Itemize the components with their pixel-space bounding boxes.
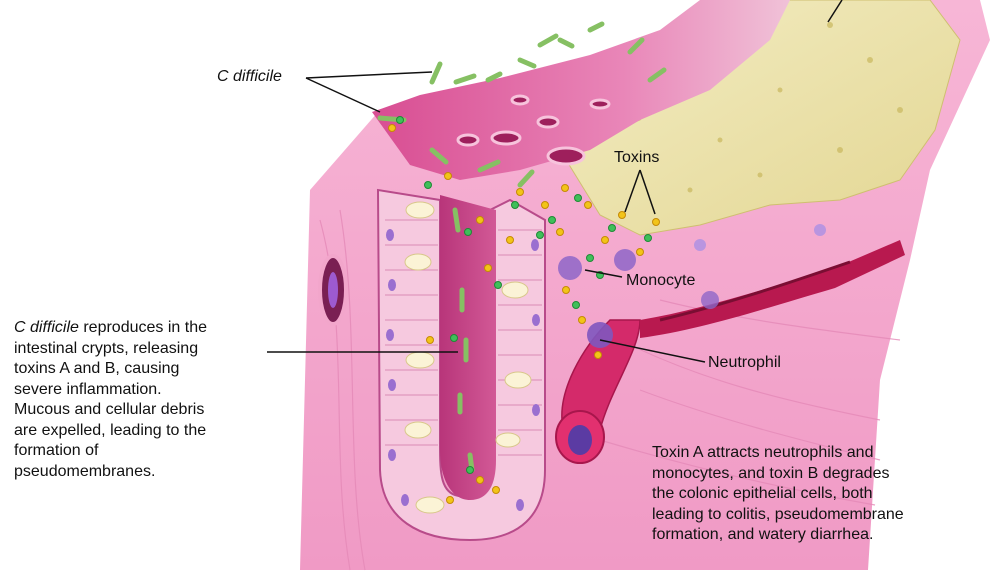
left-description-line-6: are expelled, leading to the: [14, 421, 207, 442]
right-description-line-3: the colonic epithelial cells, both: [652, 484, 904, 505]
neutrophil-label: Neutrophil: [708, 353, 781, 373]
left-description-line-4: severe inflammation.: [14, 380, 207, 401]
right-description-line-1: Toxin A attracts neutrophils and: [652, 443, 904, 464]
right-description-line-5: formation, and watery diarrhea.: [652, 525, 904, 546]
left-description-line-5: Mucous and cellular debris: [14, 400, 207, 421]
toxins-label: Toxins: [614, 148, 659, 168]
left-description-line-7: formation of: [14, 441, 207, 462]
left-description-line-2: intestinal crypts, releasing: [14, 339, 207, 360]
right-description: Toxin A attracts neutrophils and monocyt…: [652, 443, 904, 546]
left-description-line-8: pseudomembranes.: [14, 462, 207, 483]
c-difficile-label: C difficile: [217, 67, 282, 87]
intestinal-crypt: [378, 190, 545, 540]
monocyte-label: Monocyte: [626, 271, 695, 291]
left-description-line-3: toxins A and B, causing: [14, 359, 207, 380]
right-description-line-4: leading to colitis, pseudomembrane: [652, 505, 904, 526]
right-description-line-2: monocytes, and toxin B degrades: [652, 464, 904, 485]
left-description-line-1: reproduces in the: [79, 319, 207, 336]
left-description-italic: C difficile: [14, 319, 79, 336]
left-description: C difficile reproduces in the intestinal…: [14, 318, 207, 482]
